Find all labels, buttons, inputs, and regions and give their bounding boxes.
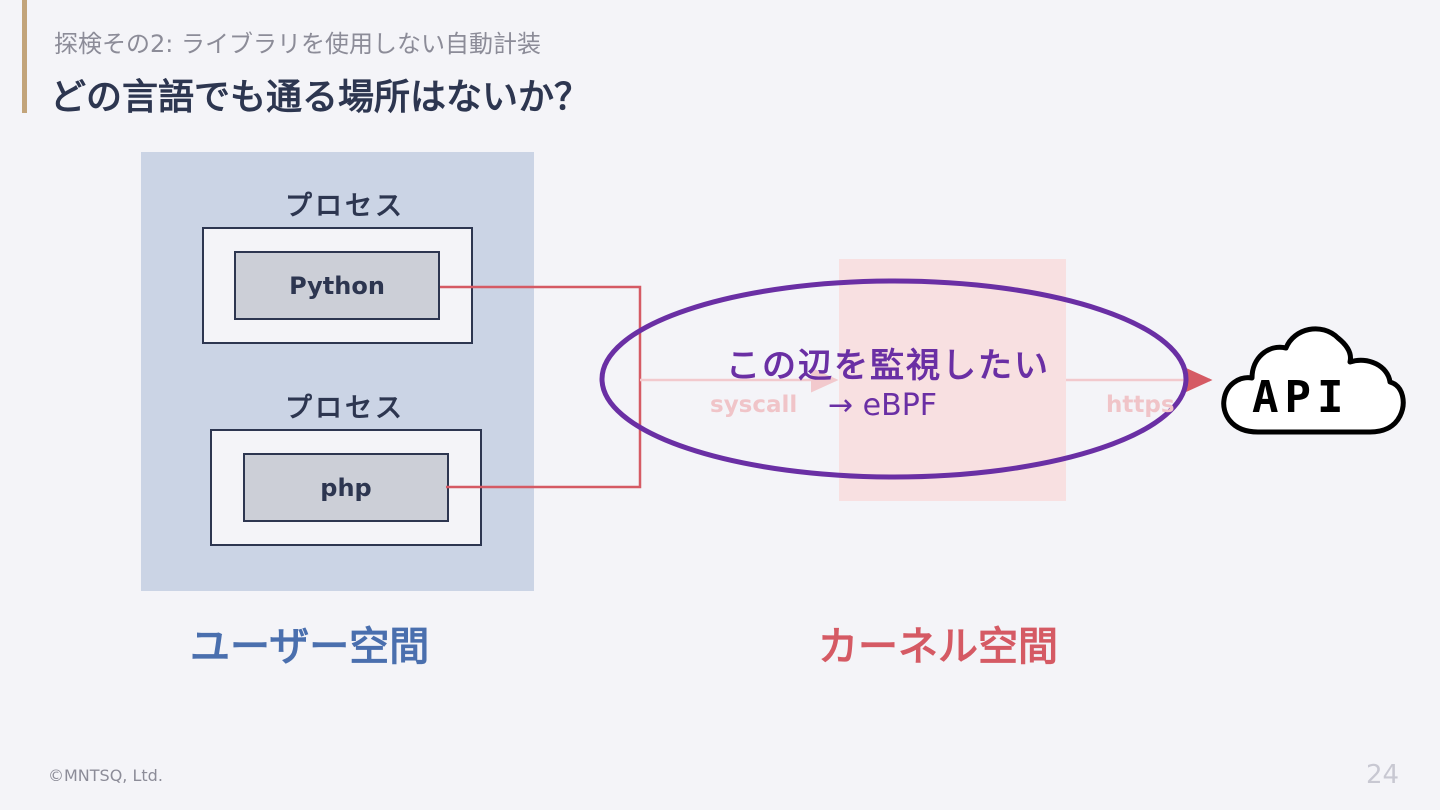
slide-title: どの言語でも通る場所はないか？	[50, 76, 591, 118]
copyright: ©MNTSQ, Ltd.	[48, 766, 163, 785]
ebpf-label: → eBPF	[828, 388, 938, 423]
user-space-label: ユーザー空間	[190, 624, 430, 670]
cloud-icon	[1221, 326, 1406, 435]
python-connector	[440, 285, 642, 489]
monitor-ellipse	[599, 278, 1189, 480]
page-number: 24	[1366, 760, 1400, 790]
api-label: API	[1252, 372, 1350, 423]
slide-subtitle: 探検その2: ライブラリを使用しない自動計装	[54, 30, 541, 58]
monitor-label: この辺を監視したい	[726, 346, 1050, 386]
python-box: Python	[234, 251, 440, 320]
https-label: https	[1106, 392, 1175, 418]
process-label: プロセス	[285, 191, 405, 222]
accent-bar	[22, 0, 27, 113]
process-label: プロセス	[285, 393, 405, 424]
kernel-space-label: カーネル空間	[818, 624, 1058, 670]
kernel-space-region	[839, 259, 1066, 501]
syscall-label: syscall	[710, 392, 798, 418]
